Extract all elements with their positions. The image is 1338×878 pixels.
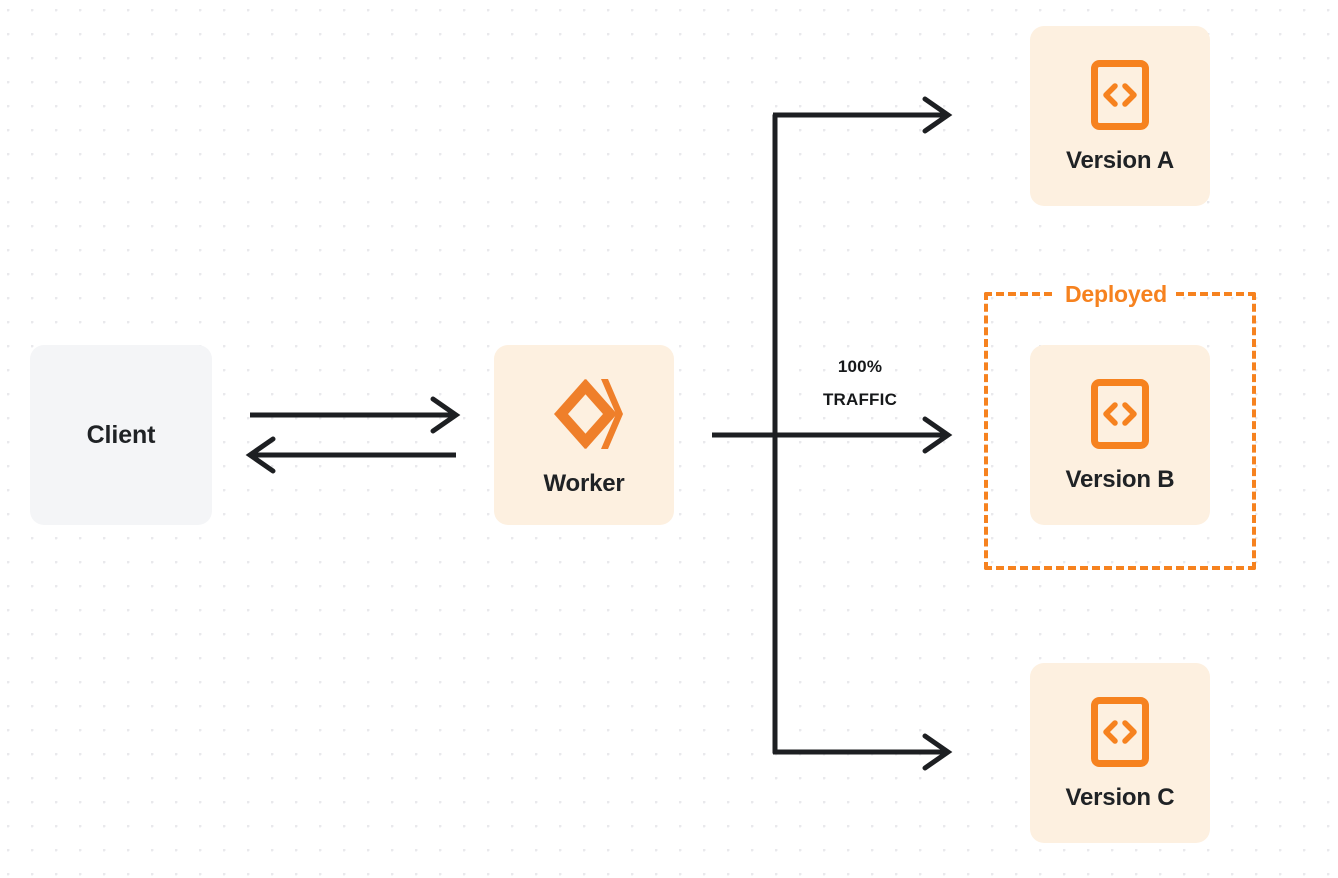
code-file-icon bbox=[1091, 59, 1149, 135]
code-file-icon bbox=[1091, 696, 1149, 772]
cloudflare-workers-icon bbox=[544, 375, 624, 458]
edge-worker-to-version-a bbox=[773, 96, 953, 134]
node-client[interactable]: Client bbox=[30, 345, 212, 525]
node-version-c[interactable]: Version C bbox=[1030, 663, 1210, 843]
node-worker-label: Worker bbox=[543, 469, 625, 497]
code-file-icon bbox=[1091, 378, 1149, 454]
node-version-a-label: Version A bbox=[1065, 146, 1175, 174]
traffic-percent: 100% bbox=[837, 357, 883, 376]
edge-worker-to-client-return bbox=[245, 436, 456, 474]
node-client-label: Client bbox=[86, 420, 156, 449]
node-version-a[interactable]: Version A bbox=[1030, 26, 1210, 206]
traffic-label: 100% TRAFFIC bbox=[792, 350, 928, 416]
node-worker[interactable]: Worker bbox=[494, 345, 674, 525]
node-version-b[interactable]: Version B bbox=[1030, 345, 1210, 525]
edge-worker-to-version-c bbox=[773, 733, 953, 771]
edge-worker-to-version-b bbox=[712, 416, 953, 454]
edge-client-to-worker-forward bbox=[250, 396, 461, 434]
node-version-b-label: Version B bbox=[1065, 465, 1175, 493]
traffic-word: TRAFFIC bbox=[822, 390, 898, 409]
node-version-c-label: Version C bbox=[1065, 783, 1175, 811]
deployed-group-label: Deployed bbox=[1056, 283, 1176, 306]
